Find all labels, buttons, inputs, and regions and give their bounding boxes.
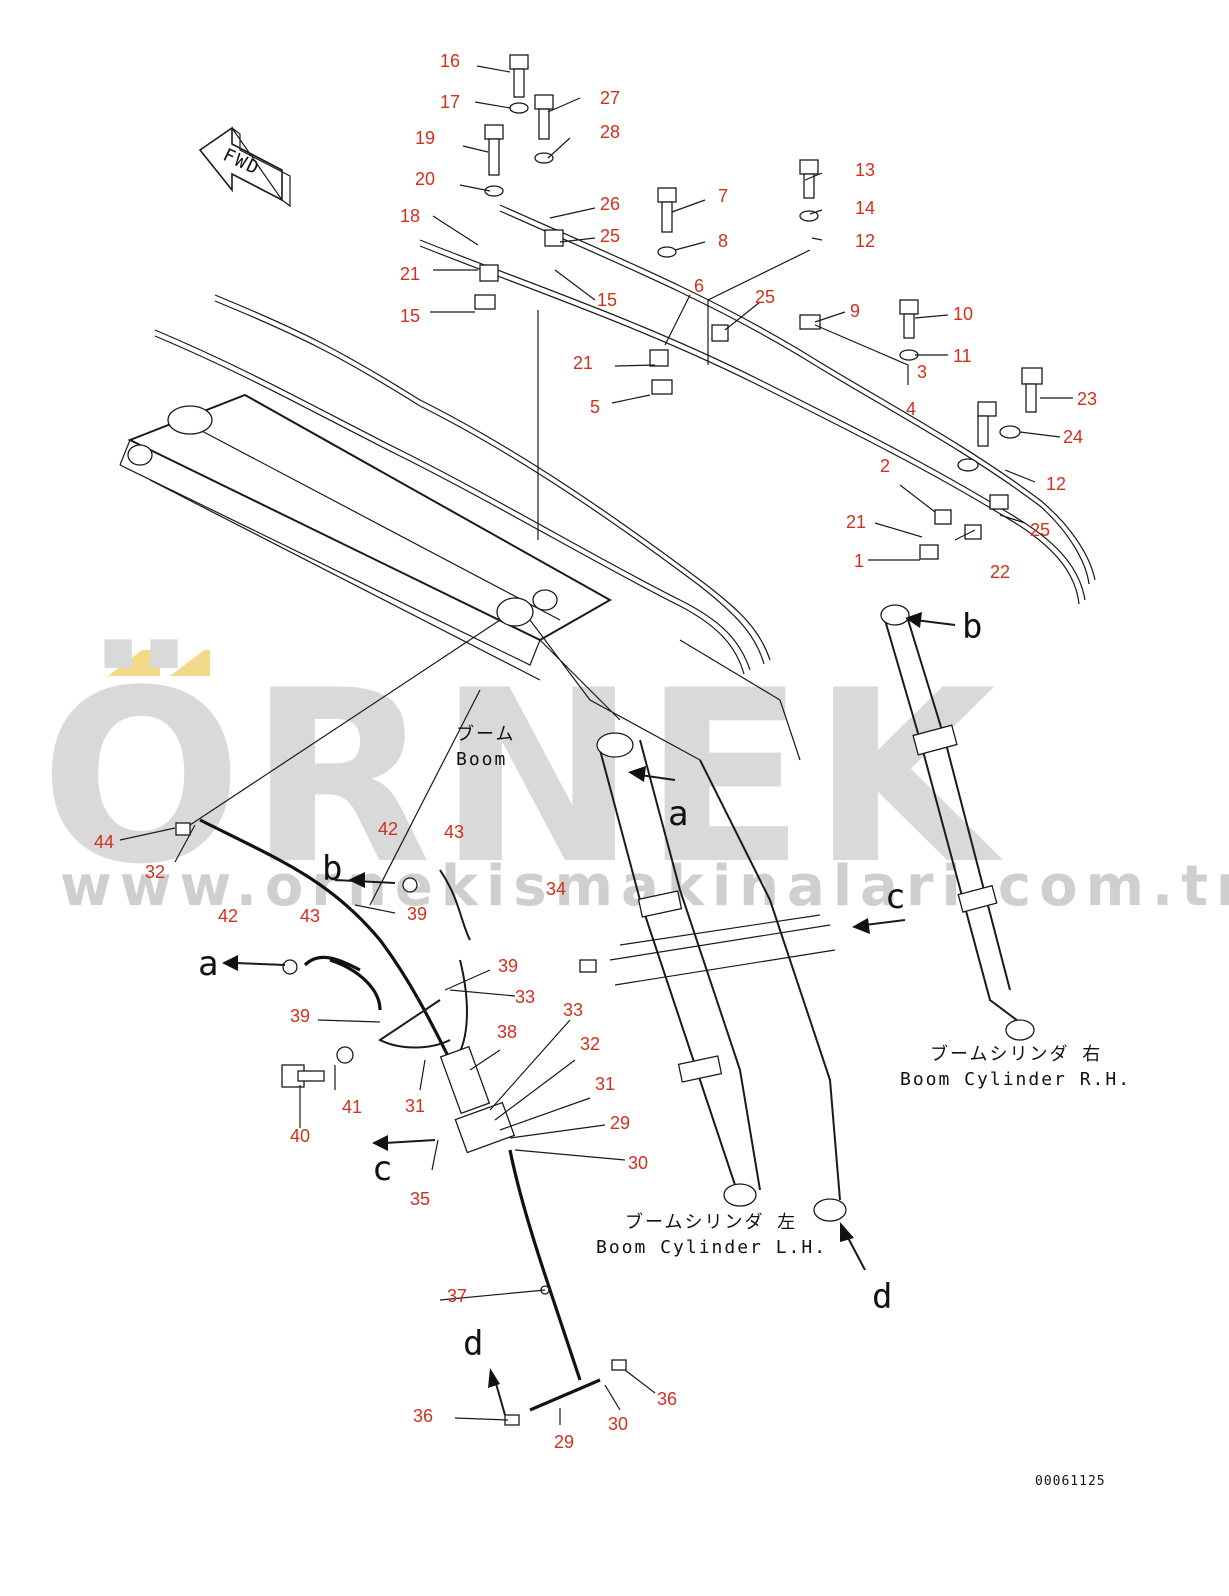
callout-32-right: 32 xyxy=(580,1034,600,1054)
callout-31-right: 31 xyxy=(595,1074,615,1094)
callout-24: 24 xyxy=(1063,427,1083,447)
callout-8: 8 xyxy=(718,231,728,251)
callout-28: 28 xyxy=(600,122,620,142)
callout-16: 16 xyxy=(440,51,460,71)
callout-40: 40 xyxy=(290,1126,310,1146)
callout-23: 23 xyxy=(1077,389,1097,409)
labels: ブーム Boom ブームシリンダ 右 Boom Cylinder R.H. ブー… xyxy=(198,607,1131,1489)
callout-29-lower: 29 xyxy=(554,1432,574,1452)
callout-39-upper: 39 xyxy=(407,904,427,924)
watermark-accent-1 xyxy=(108,650,160,676)
callout-21-left: 21 xyxy=(400,264,420,284)
callout-42-lower: 42 xyxy=(218,906,238,926)
callout-32-left: 32 xyxy=(145,862,165,882)
boom-label-en: Boom xyxy=(456,749,507,770)
callout-7: 7 xyxy=(718,186,728,206)
callout-25-right: 25 xyxy=(1030,520,1050,540)
leader-lines xyxy=(119,65,1073,1425)
callout-12-top: 12 xyxy=(855,231,875,251)
cylinder-rh-label-en: Boom Cylinder R.H. xyxy=(900,1069,1131,1090)
view-letter-c-top: c xyxy=(885,877,905,917)
callout-22: 22 xyxy=(990,562,1010,582)
view-letter-d-top: d xyxy=(872,1277,892,1317)
callout-36-right: 36 xyxy=(657,1389,677,1409)
view-arrows xyxy=(222,612,956,1416)
callout-13: 13 xyxy=(855,160,875,180)
callout-19: 19 xyxy=(415,128,435,148)
watermark-brand: ÖRNEK xyxy=(40,639,1003,917)
watermark: ÖRNEK www.ornekismakinalari.com.tr xyxy=(40,639,1229,919)
callout-35: 35 xyxy=(410,1189,430,1209)
callout-20: 20 xyxy=(415,169,435,189)
callout-27: 27 xyxy=(600,88,620,108)
callout-39-left: 39 xyxy=(290,1006,310,1026)
callout-12-right: 12 xyxy=(1046,474,1066,494)
callout-31-left: 31 xyxy=(405,1096,425,1116)
callout-34: 34 xyxy=(546,879,566,899)
callouts: 1 2 3 4 5 6 7 8 9 10 11 12 12 13 14 15 1… xyxy=(94,51,1097,1452)
cylinder-lh-label-en: Boom Cylinder L.H. xyxy=(596,1237,827,1258)
callout-21-mid: 21 xyxy=(573,353,593,373)
boom xyxy=(119,393,701,761)
fwd-arrow: FWD xyxy=(198,126,291,208)
boom-label-jp: ブーム xyxy=(456,723,515,745)
callout-33-lower: 33 xyxy=(563,1000,583,1020)
callout-33-upper: 33 xyxy=(515,987,535,1007)
callout-15-left: 15 xyxy=(400,306,420,326)
callout-3: 3 xyxy=(917,362,927,382)
callout-10: 10 xyxy=(953,304,973,324)
callout-43-lower: 43 xyxy=(300,906,320,926)
boom-cylinder-lh xyxy=(596,732,847,1222)
callout-17: 17 xyxy=(440,92,460,112)
callout-9: 9 xyxy=(850,301,860,321)
callout-21-right: 21 xyxy=(846,512,866,532)
callout-4: 4 xyxy=(906,399,916,419)
view-letter-b-bottom: b xyxy=(322,849,342,889)
callout-43-upper: 43 xyxy=(444,822,464,842)
callout-18: 18 xyxy=(400,206,420,226)
grease-line xyxy=(175,818,627,1426)
callout-25-mid: 25 xyxy=(755,287,775,307)
callout-39-right: 39 xyxy=(498,956,518,976)
view-letter-c-bottom: c xyxy=(372,1149,392,1189)
hardware xyxy=(474,54,1043,560)
callout-38: 38 xyxy=(497,1022,517,1042)
watermark-accent-2 xyxy=(170,650,210,676)
callout-42-upper: 42 xyxy=(378,819,398,839)
cylinder-lh-label-jp: ブームシリンダ 左 xyxy=(625,1211,797,1233)
callout-5: 5 xyxy=(590,397,600,417)
view-letter-d-bottom: d xyxy=(463,1324,483,1364)
callout-26: 26 xyxy=(600,194,620,214)
drawing-code: 00061125 xyxy=(1035,1474,1106,1489)
callout-15-mid: 15 xyxy=(597,290,617,310)
callout-44: 44 xyxy=(94,832,114,852)
cross-band xyxy=(609,914,836,986)
boom-cylinder-rh xyxy=(880,604,1035,1041)
callout-25-top: 25 xyxy=(600,226,620,246)
callout-30-lower: 30 xyxy=(608,1414,628,1434)
view-letter-a-top: a xyxy=(668,794,688,834)
callout-14: 14 xyxy=(855,198,875,218)
callout-37: 37 xyxy=(447,1286,467,1306)
callout-2: 2 xyxy=(880,456,890,476)
view-letter-a-bottom: a xyxy=(198,944,218,984)
callout-1: 1 xyxy=(854,551,864,571)
callout-11: 11 xyxy=(953,346,972,366)
callout-41: 41 xyxy=(342,1097,362,1117)
callout-29-upper: 29 xyxy=(610,1113,630,1133)
callout-30-upper: 30 xyxy=(628,1153,648,1173)
cylinder-rh-label-jp: ブームシリンダ 右 xyxy=(930,1043,1102,1065)
callout-36-left: 36 xyxy=(413,1406,433,1426)
callout-6: 6 xyxy=(694,276,704,296)
view-letter-b-top: b xyxy=(962,607,982,647)
upper-pipes xyxy=(154,204,1096,761)
